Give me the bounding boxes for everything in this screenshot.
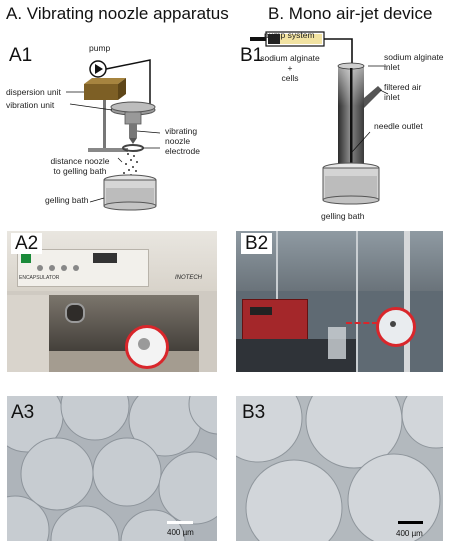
- label-gelling-bath-a: gelling bath: [45, 195, 89, 205]
- device-name-label: ENCAPSULATOR: [19, 275, 60, 281]
- support-rod: [103, 100, 106, 150]
- label-air-inlet-1: filtered air: [384, 82, 422, 92]
- scale-bar-a3: [167, 521, 193, 524]
- scale-label-a3: 400 µm: [167, 528, 194, 537]
- label-vibrating: vibrating: [165, 126, 198, 136]
- label-plus: +: [287, 63, 293, 73]
- scale-label-b3: 400 µm: [396, 529, 423, 538]
- label-electrode: electrode: [165, 146, 200, 156]
- label-dispersion-unit: dispersion unit: [6, 87, 61, 97]
- label-distance-line2: to gelling bath: [53, 166, 107, 176]
- air-jet-schematic: [250, 31, 389, 198]
- panel-label-b3: B3: [242, 402, 266, 423]
- label-gelling-bath-b: gelling bath: [321, 211, 365, 221]
- pump-tube: [105, 59, 151, 108]
- panel-label-a1: A1: [9, 45, 33, 66]
- label-air-inlet-2: inlet: [384, 92, 400, 102]
- micrograph-a3: [7, 396, 217, 541]
- dispersion-unit: [84, 84, 118, 100]
- label-pump: pump: [89, 43, 111, 53]
- label-pump-system: pump system: [264, 30, 315, 40]
- air-inlet: [364, 86, 382, 108]
- vibrating-noozle-schematic: [66, 59, 161, 211]
- label-alginate-inlet-2: inlet: [384, 62, 400, 72]
- panel-label-b2: B2: [241, 233, 273, 254]
- photo-air-jet-setup: [236, 231, 443, 372]
- left-column-title: A. Vibrating noozle apparatus: [6, 4, 229, 23]
- needle: [350, 68, 353, 172]
- pump-arrow-icon: [95, 64, 103, 74]
- label-alginate-inlet-1: sodium alginate: [384, 52, 444, 62]
- label-noozle: noozle: [165, 136, 191, 146]
- photo-encapsulator: ENCAPSULATOR INOTECH: [7, 231, 217, 372]
- panel-label-a3: A3: [11, 402, 35, 423]
- vibrating-noozle: [129, 124, 137, 138]
- label-vibration-unit: vibration unit: [6, 100, 55, 110]
- label-distance-line1: distance noozle: [50, 156, 110, 166]
- gelling-bath-b: [322, 162, 380, 205]
- panel-label-a2: A2: [11, 233, 43, 254]
- label-needle-outlet: needle outlet: [374, 121, 423, 131]
- dispersion-unit-top: [84, 78, 126, 84]
- right-column-title: B. Mono air-jet device: [268, 4, 433, 23]
- micrograph-b3: [236, 396, 443, 541]
- label-alginate-cells-1: sodium alginate: [260, 53, 320, 63]
- scale-bar-b3: [398, 521, 423, 524]
- label-cells: cells: [281, 73, 299, 83]
- panel-label-b1: B1: [240, 45, 264, 66]
- brand-label: INOTECH: [175, 275, 202, 281]
